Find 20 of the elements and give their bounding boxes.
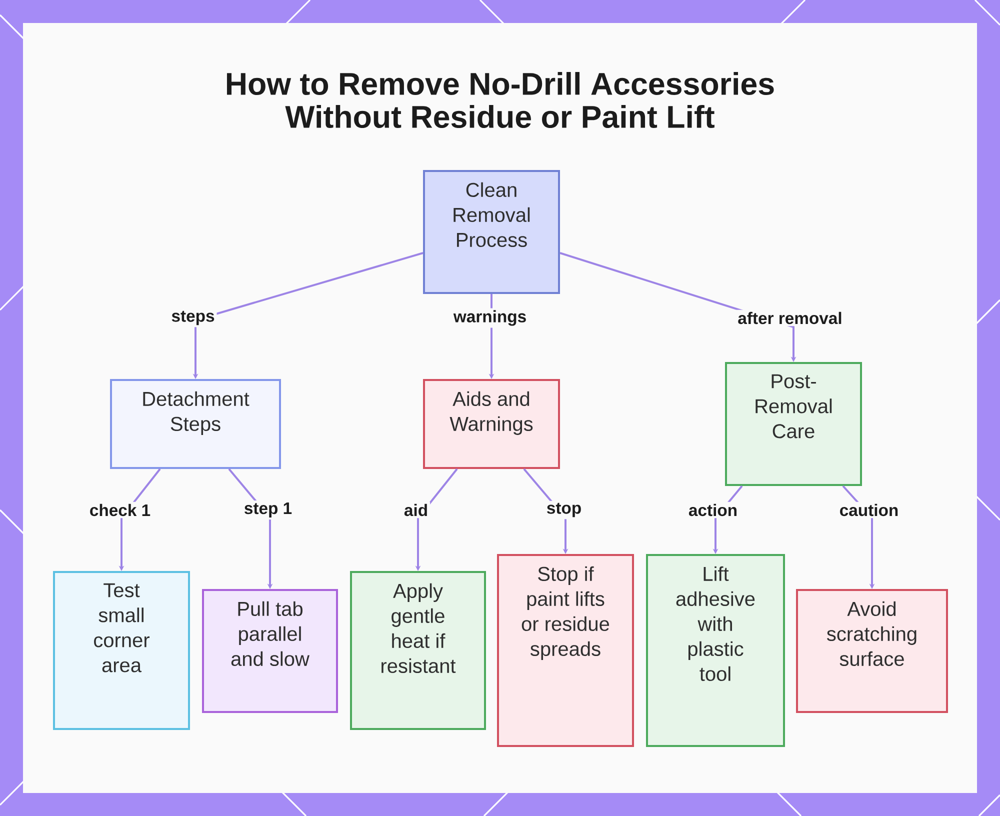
edge-label: check 1 bbox=[87, 502, 153, 518]
step-box: Stop if paint lifts or residue spreads bbox=[497, 554, 634, 747]
category-box: Detachment Steps bbox=[110, 379, 281, 469]
step-box: Avoid scratching surface bbox=[796, 589, 948, 713]
title: How to Remove No-Drill Accessories Without Residue or Paint Lift bbox=[226, 72, 774, 128]
edge-label: caution bbox=[837, 502, 901, 518]
edge-label: aid bbox=[402, 502, 430, 518]
edge-label: after removal bbox=[736, 310, 844, 326]
topic-box: Clean Removal Process bbox=[423, 170, 560, 294]
step-box: Apply gentle heat if resistant bbox=[350, 571, 486, 730]
category-box: Post-Removal Care bbox=[725, 362, 862, 486]
step-box: Pull tab parallel and slow bbox=[202, 589, 338, 713]
step-box: Lift adhesive with plastic tool bbox=[646, 554, 785, 747]
edge-label: step 1 bbox=[242, 500, 294, 520]
step-box: Test small corner area bbox=[53, 571, 190, 730]
edge-label: stop bbox=[544, 500, 584, 520]
edge-label: steps bbox=[169, 308, 217, 328]
edge-label: warnings bbox=[451, 308, 529, 328]
category-box: Aids and Warnings bbox=[423, 379, 560, 469]
edge-label: action bbox=[686, 502, 740, 518]
